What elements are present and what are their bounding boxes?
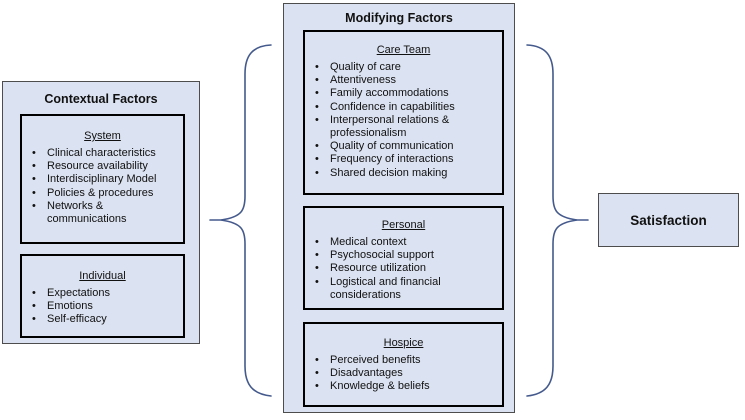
hospice-list: Perceived benefits Disadvantages Knowled… <box>305 354 502 394</box>
personal-list: Medical context Psychosocial support Res… <box>305 236 502 302</box>
satisfaction-box: Satisfaction <box>598 193 739 247</box>
list-item: Frequency of interactions <box>305 153 502 166</box>
system-heading: System <box>84 130 121 142</box>
list-item: Clinical characteristics <box>22 147 183 160</box>
list-item: Resource availability <box>22 160 183 173</box>
list-item: Perceived benefits <box>305 354 502 367</box>
individual-heading: Individual <box>79 270 126 282</box>
list-item: Quality of care <box>305 61 502 74</box>
individual-subbox: Individual Expectations Emotions Self-ef… <box>20 254 185 338</box>
right-brace-connector <box>526 44 589 397</box>
personal-subbox: Personal Medical context Psychosocial su… <box>303 206 504 310</box>
list-item: Logistical and financial considerations <box>305 276 502 302</box>
personal-heading: Personal <box>381 219 426 231</box>
list-item: Interpersonal relations & professionalis… <box>305 114 502 140</box>
list-item: Emotions <box>22 300 183 313</box>
list-item: Attentiveness <box>305 74 502 87</box>
list-item: Psychosocial support <box>305 249 502 262</box>
list-item: Medical context <box>305 236 502 249</box>
list-item: Networks & communications <box>22 200 183 226</box>
list-item: Confidence in capabilities <box>305 101 502 114</box>
list-item: Self-efficacy <box>22 313 183 326</box>
care-team-subbox: Care Team Quality of care Attentiveness … <box>303 30 504 195</box>
list-item: Expectations <box>22 287 183 300</box>
list-item: Family accommodations <box>305 87 502 100</box>
modifying-factors-box: Modifying Factors Care Team Quality of c… <box>283 3 515 413</box>
hospice-heading: Hospice <box>383 337 424 349</box>
list-item: Quality of communication <box>305 140 502 153</box>
individual-list: Expectations Emotions Self-efficacy <box>22 287 183 327</box>
list-item: Policies & procedures <box>22 187 183 200</box>
system-subbox: System Clinical characteristics Resource… <box>20 114 185 244</box>
left-brace-connector <box>209 44 272 397</box>
contextual-factors-title: Contextual Factors <box>44 92 158 106</box>
contextual-factors-box: Contextual Factors System Clinical chara… <box>2 81 200 344</box>
care-team-list: Quality of care Attentiveness Family acc… <box>305 61 502 180</box>
list-item: Interdisciplinary Model <box>22 173 183 186</box>
care-team-heading: Care Team <box>376 44 431 56</box>
hospice-subbox: Hospice Perceived benefits Disadvantages… <box>303 322 504 407</box>
system-list: Clinical characteristics Resource availa… <box>22 147 183 226</box>
list-item: Knowledge & beliefs <box>305 380 502 393</box>
list-item: Resource utilization <box>305 262 502 275</box>
satisfaction-label: Satisfaction <box>630 212 707 228</box>
list-item: Shared decision making <box>305 167 502 180</box>
list-item: Disadvantages <box>305 367 502 380</box>
modifying-factors-title: Modifying Factors <box>345 11 453 25</box>
